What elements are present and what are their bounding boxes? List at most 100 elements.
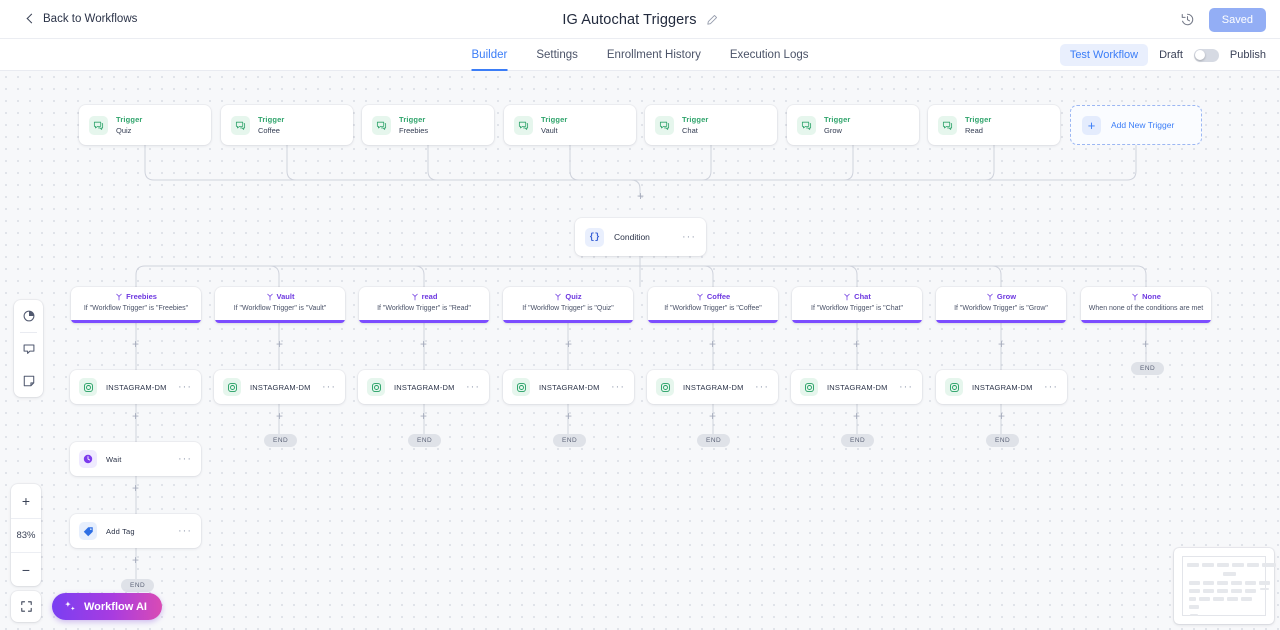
action-node-instagram-dm[interactable]: INSTAGRAM-DM ···	[214, 370, 345, 404]
minimap-node	[1203, 581, 1214, 585]
add-step-plus[interactable]: +	[131, 409, 139, 423]
minimap-node	[1231, 581, 1242, 585]
trigger-node-vault[interactable]: Trigger Vault	[504, 105, 636, 145]
tag-icon	[79, 522, 97, 540]
plus-icon: +	[1082, 115, 1101, 135]
branch-node-vault[interactable]: Vault If "Workflow Trigger" is "Vault"	[215, 287, 345, 323]
add-step-plus[interactable]: +	[708, 337, 716, 351]
back-to-workflows-button[interactable]: Back to Workflows	[25, 13, 137, 25]
add-step-plus[interactable]: +	[852, 409, 860, 423]
add-step-plus[interactable]: +	[564, 337, 572, 351]
minimap-node	[1247, 563, 1259, 567]
action-node-instagram-dm[interactable]: INSTAGRAM-DM ···	[70, 370, 201, 404]
note-icon-button[interactable]	[14, 365, 43, 397]
node-menu-button[interactable]: ···	[755, 380, 769, 393]
comment-icon-button[interactable]	[14, 333, 43, 365]
minimap-node	[1217, 563, 1229, 567]
add-step-plus[interactable]: +	[419, 409, 427, 423]
node-menu-button[interactable]: ···	[466, 380, 480, 393]
add-step-plus[interactable]: +	[636, 189, 644, 203]
node-menu-button[interactable]: ···	[178, 452, 192, 465]
add-step-plus[interactable]: +	[131, 553, 139, 567]
minimap-node	[1189, 581, 1200, 585]
branch-node-read[interactable]: read If "Workflow Trigger" is "Read"	[359, 287, 489, 323]
add-step-plus[interactable]: +	[997, 337, 1005, 351]
action-node-instagram-dm[interactable]: INSTAGRAM-DM ···	[647, 370, 778, 404]
minimap-node	[1202, 563, 1214, 567]
tab-builder[interactable]: Builder	[471, 39, 507, 71]
tab-settings[interactable]: Settings	[536, 49, 578, 61]
draft-label: Draft	[1159, 49, 1183, 61]
trigger-node-freebies[interactable]: Trigger Freebies	[362, 105, 494, 145]
trigger-node-grow[interactable]: Trigger Grow	[787, 105, 919, 145]
branch-label: Quiz	[565, 292, 582, 301]
minimap-node	[1227, 597, 1238, 601]
minimap-node	[1217, 581, 1228, 585]
add-step-plus[interactable]: +	[419, 337, 427, 351]
action-label: INSTAGRAM-DM	[683, 382, 744, 392]
action-node-instagram-dm[interactable]: INSTAGRAM-DM ···	[503, 370, 634, 404]
node-menu-button[interactable]: ···	[899, 380, 913, 393]
zoom-level-label[interactable]: 83%	[11, 518, 41, 552]
add-step-plus[interactable]: +	[131, 481, 139, 495]
tab-enrollment-history[interactable]: Enrollment History	[606, 49, 701, 61]
branch-node-chat[interactable]: Chat If "Workflow Trigger" is "Chat"	[792, 287, 922, 323]
minimap-node	[1213, 597, 1224, 601]
action-node-instagram-dm[interactable]: INSTAGRAM-DM ···	[936, 370, 1067, 404]
trigger-node-quiz[interactable]: Trigger Quiz	[79, 105, 211, 145]
condition-menu-button[interactable]: ···	[682, 230, 696, 243]
branch-split-icon	[411, 293, 418, 300]
condition-node[interactable]: {} Condition ···	[575, 218, 706, 256]
add-step-plus[interactable]: +	[564, 409, 572, 423]
add-new-trigger-button[interactable]: + Add New Trigger	[1070, 105, 1202, 145]
action-node-add-tag[interactable]: Add Tag ···	[70, 514, 201, 548]
zoom-in-button[interactable]: +	[21, 493, 31, 509]
node-menu-button[interactable]: ···	[1044, 380, 1058, 393]
trigger-node-chat[interactable]: Trigger Chat	[645, 105, 777, 145]
fit-screen-icon	[20, 601, 32, 612]
branch-node-none[interactable]: None When none of the conditions are met	[1081, 287, 1211, 323]
pencil-icon[interactable]	[706, 14, 718, 26]
analytics-pie-icon-button[interactable]	[14, 300, 43, 332]
branch-node-coffee[interactable]: Coffee If "Workflow Trigger" is "Coffee"	[648, 287, 778, 323]
node-menu-button[interactable]: ···	[178, 524, 192, 537]
branch-split-icon	[1132, 293, 1138, 300]
node-menu-button[interactable]: ···	[611, 380, 625, 393]
minimap-node	[1245, 589, 1256, 593]
tab-execution-logs[interactable]: Execution Logs	[729, 49, 809, 61]
add-step-plus[interactable]: +	[275, 337, 283, 351]
rail-divider	[20, 332, 37, 333]
branch-node-grow[interactable]: Grow If "Workflow Trigger" is "Grow"	[936, 287, 1066, 323]
publish-label: Publish	[1229, 49, 1266, 61]
save-status-button[interactable]: Saved	[1208, 7, 1266, 32]
branch-header: read	[359, 292, 489, 301]
add-step-plus[interactable]: +	[852, 337, 860, 351]
node-menu-button[interactable]: ···	[322, 380, 336, 393]
minimap-node	[1189, 589, 1200, 593]
history-clock-icon[interactable]	[1180, 12, 1195, 27]
workflow-ai-button[interactable]: Workflow AI	[52, 593, 162, 620]
trigger-node-read[interactable]: Trigger Read	[928, 105, 1060, 145]
trigger-node-coffee[interactable]: Trigger Coffee	[221, 105, 353, 145]
branch-label: Coffee	[706, 292, 731, 301]
branch-node-quiz[interactable]: Quiz If "Workflow Trigger" is "Quiz"	[503, 287, 633, 323]
add-step-plus[interactable]: +	[131, 337, 139, 351]
action-label: Wait	[106, 454, 122, 464]
zoom-out-button[interactable]: −	[11, 552, 41, 586]
action-node-instagram-dm[interactable]: INSTAGRAM-DM ···	[791, 370, 922, 404]
node-menu-button[interactable]: ···	[178, 380, 192, 393]
fit-view-button[interactable]	[11, 591, 41, 622]
minimap-node	[1260, 588, 1269, 590]
add-step-plus[interactable]: +	[1141, 337, 1149, 351]
canvas-minimap[interactable]	[1174, 548, 1276, 624]
branch-node-freebies[interactable]: Freebies If "Workflow Trigger" is "Freeb…	[71, 287, 201, 323]
workflow-canvas[interactable]: Trigger Quiz Trigger Coffee Trigger Free…	[0, 71, 1280, 630]
action-node-wait[interactable]: Wait ···	[70, 442, 201, 476]
add-step-plus[interactable]: +	[997, 409, 1005, 423]
add-step-plus[interactable]: +	[708, 409, 716, 423]
publish-toggle[interactable]	[1193, 48, 1219, 62]
action-node-instagram-dm[interactable]: INSTAGRAM-DM ···	[358, 370, 489, 404]
end-node: END	[841, 434, 875, 447]
test-workflow-button[interactable]: Test Workflow	[1059, 44, 1149, 66]
add-step-plus[interactable]: +	[275, 409, 283, 423]
